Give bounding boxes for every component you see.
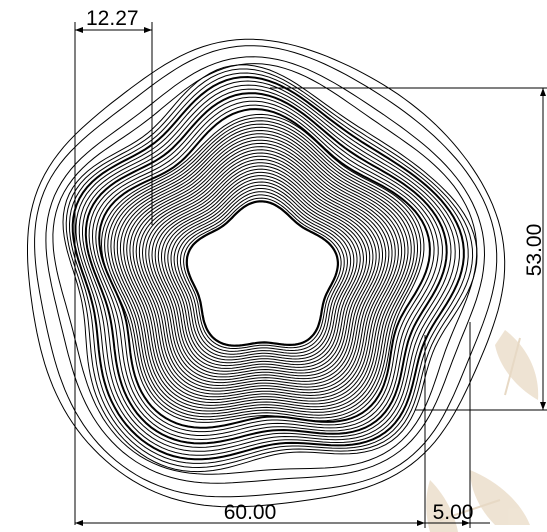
contour-ring: [138, 152, 387, 389]
contour-ring: [151, 165, 374, 378]
contour-ring: [170, 184, 355, 361]
contour-ring: [27, 38, 506, 508]
dimension-bottom: 60.00: [75, 335, 426, 528]
contour-ring: [164, 178, 361, 367]
contour-ring: [98, 108, 431, 429]
contour-ring: [129, 142, 396, 398]
contour-ring: [116, 129, 409, 409]
contour-ring: [75, 80, 461, 456]
contour-ring: [160, 175, 364, 369]
dimension-top: 12.27: [74, 7, 153, 525]
contour-ring: [157, 171, 367, 372]
contour-ring: [84, 92, 448, 445]
contour-rings: [27, 38, 506, 508]
contour-ring: [148, 162, 377, 381]
contour-ring: [78, 84, 456, 452]
contour-ring: [119, 133, 406, 406]
contour-ring: [132, 146, 393, 395]
dimension-bottom-right: 5.00: [425, 322, 490, 528]
contour-ring: [45, 56, 486, 484]
contour-ring: [95, 104, 435, 433]
dimension-top-label: 12.27: [86, 7, 139, 30]
dimension-bottom-right-label: 5.00: [433, 501, 474, 524]
contour-ring: [135, 149, 390, 392]
contour-ring: [126, 139, 399, 401]
contour-ring: [68, 72, 469, 464]
contour-ring: [185, 200, 339, 347]
contour-ring: [110, 123, 415, 415]
contour-ring: [173, 188, 352, 358]
contour-ring: [145, 158, 380, 384]
dimension-right-label: 53.00: [523, 224, 546, 277]
contour-ring: [52, 63, 478, 475]
contour-ring: [107, 120, 418, 418]
contour-ring: [141, 155, 383, 387]
contour-ring: [113, 126, 412, 412]
dimension-right: 53.00: [270, 87, 547, 411]
contour-ring: [88, 96, 443, 441]
contour-ring: [81, 88, 452, 448]
contour-ring: [34, 45, 498, 498]
contour-ring: [65, 68, 474, 469]
contour-ring: [123, 136, 403, 403]
contour-ring: [91, 100, 439, 436]
contour-ring: [176, 191, 348, 355]
contour-ring: [104, 117, 422, 421]
dimension-bottom-label: 60.00: [224, 501, 277, 524]
contour-ring: [71, 75, 465, 461]
contour-ring: [179, 194, 345, 352]
contour-ring: [183, 197, 342, 349]
contour-ring: [154, 168, 371, 375]
contour-ring: [167, 181, 358, 364]
